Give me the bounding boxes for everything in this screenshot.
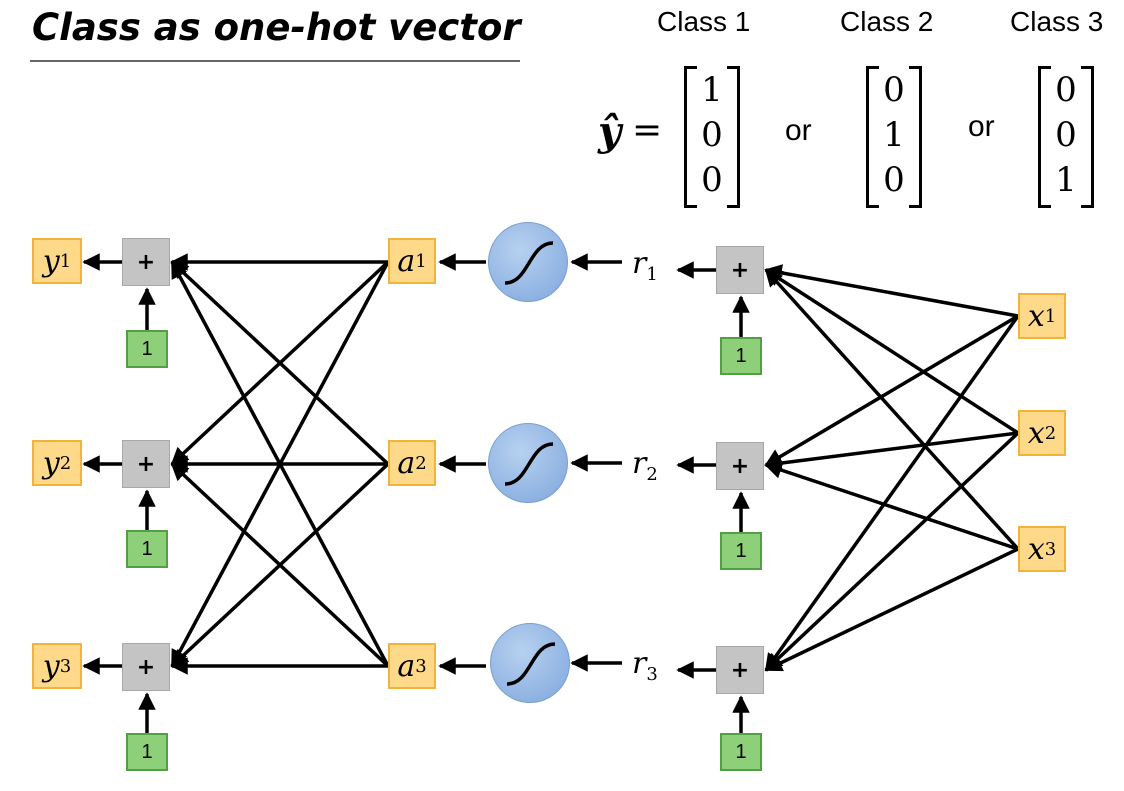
weight-edge-x2-to-sum3 [764, 431, 1020, 672]
y-hat-symbol: ŷ [598, 108, 622, 155]
vector-entry: 1 [1055, 160, 1077, 200]
weight-edge-x3-to-sum3 [764, 547, 1019, 672]
bias-node-hidden-2: 1 [720, 532, 762, 570]
title-underline [30, 60, 520, 62]
weight-edge-x2-to-sum1 [764, 268, 1019, 435]
bias-node-output-2: 1 [126, 530, 168, 568]
class-3-vector: 0 0 1 [1038, 66, 1094, 208]
sum-node-output-1: + [122, 238, 170, 286]
weight-edge-a3-to-sum2 [170, 462, 390, 668]
sum-node-output-2: + [122, 440, 170, 488]
vector-entry: 0 [701, 160, 723, 200]
vector-entry: 0 [883, 70, 905, 110]
pre-activation-r3: r3 [632, 646, 658, 685]
or-text: or [968, 110, 995, 143]
class-3-label: Class 3 [1010, 6, 1104, 37]
page-title: Class as one-hot vector [32, 6, 521, 49]
sigmoid-icon [490, 623, 570, 703]
bias-node-hidden-1: 1 [720, 337, 762, 375]
weight-edge-x2-to-sum2 [764, 431, 1019, 472]
weight-edge-x1-to-sum3 [764, 314, 1020, 672]
class-2-label: Class 2 [840, 6, 934, 37]
pre-activation-r2: r2 [632, 446, 658, 485]
weight-edge-x1-to-sum1 [764, 264, 1019, 318]
sum-node-hidden-3: + [716, 646, 764, 694]
sum-node-hidden-1: + [716, 246, 764, 294]
weight-edge-x1-to-sum2 [764, 314, 1019, 467]
or-text: or [785, 114, 812, 147]
bias-node-output-1: 1 [126, 330, 168, 368]
class-1-label: Class 1 [657, 6, 751, 37]
vector-entry: 0 [701, 115, 723, 155]
vector-entry: 1 [883, 115, 905, 155]
weight-edge-x3-to-sum1 [764, 268, 1020, 551]
sigmoid-icon [488, 423, 568, 503]
class-2-vector: 0 1 0 [866, 66, 922, 208]
bias-node-output-3: 1 [126, 733, 168, 771]
equals-sign: = [632, 110, 663, 151]
vector-entry: 0 [883, 160, 905, 200]
sum-node-output-3: + [122, 643, 170, 691]
vector-entry: 1 [701, 70, 723, 110]
sum-node-hidden-2: + [716, 442, 764, 490]
bias-node-hidden-3: 1 [720, 733, 762, 771]
sigmoid-icon [488, 222, 568, 302]
pre-activation-r1: r1 [632, 246, 658, 285]
vector-entry: 0 [1055, 115, 1077, 155]
weight-edge-a3-to-sum1 [170, 260, 390, 667]
class-1-vector: 1 0 0 [684, 66, 740, 208]
weight-edge-a2-to-sum1 [170, 260, 390, 466]
weight-edge-x3-to-sum2 [764, 461, 1019, 551]
vector-entry: 0 [1055, 70, 1077, 110]
